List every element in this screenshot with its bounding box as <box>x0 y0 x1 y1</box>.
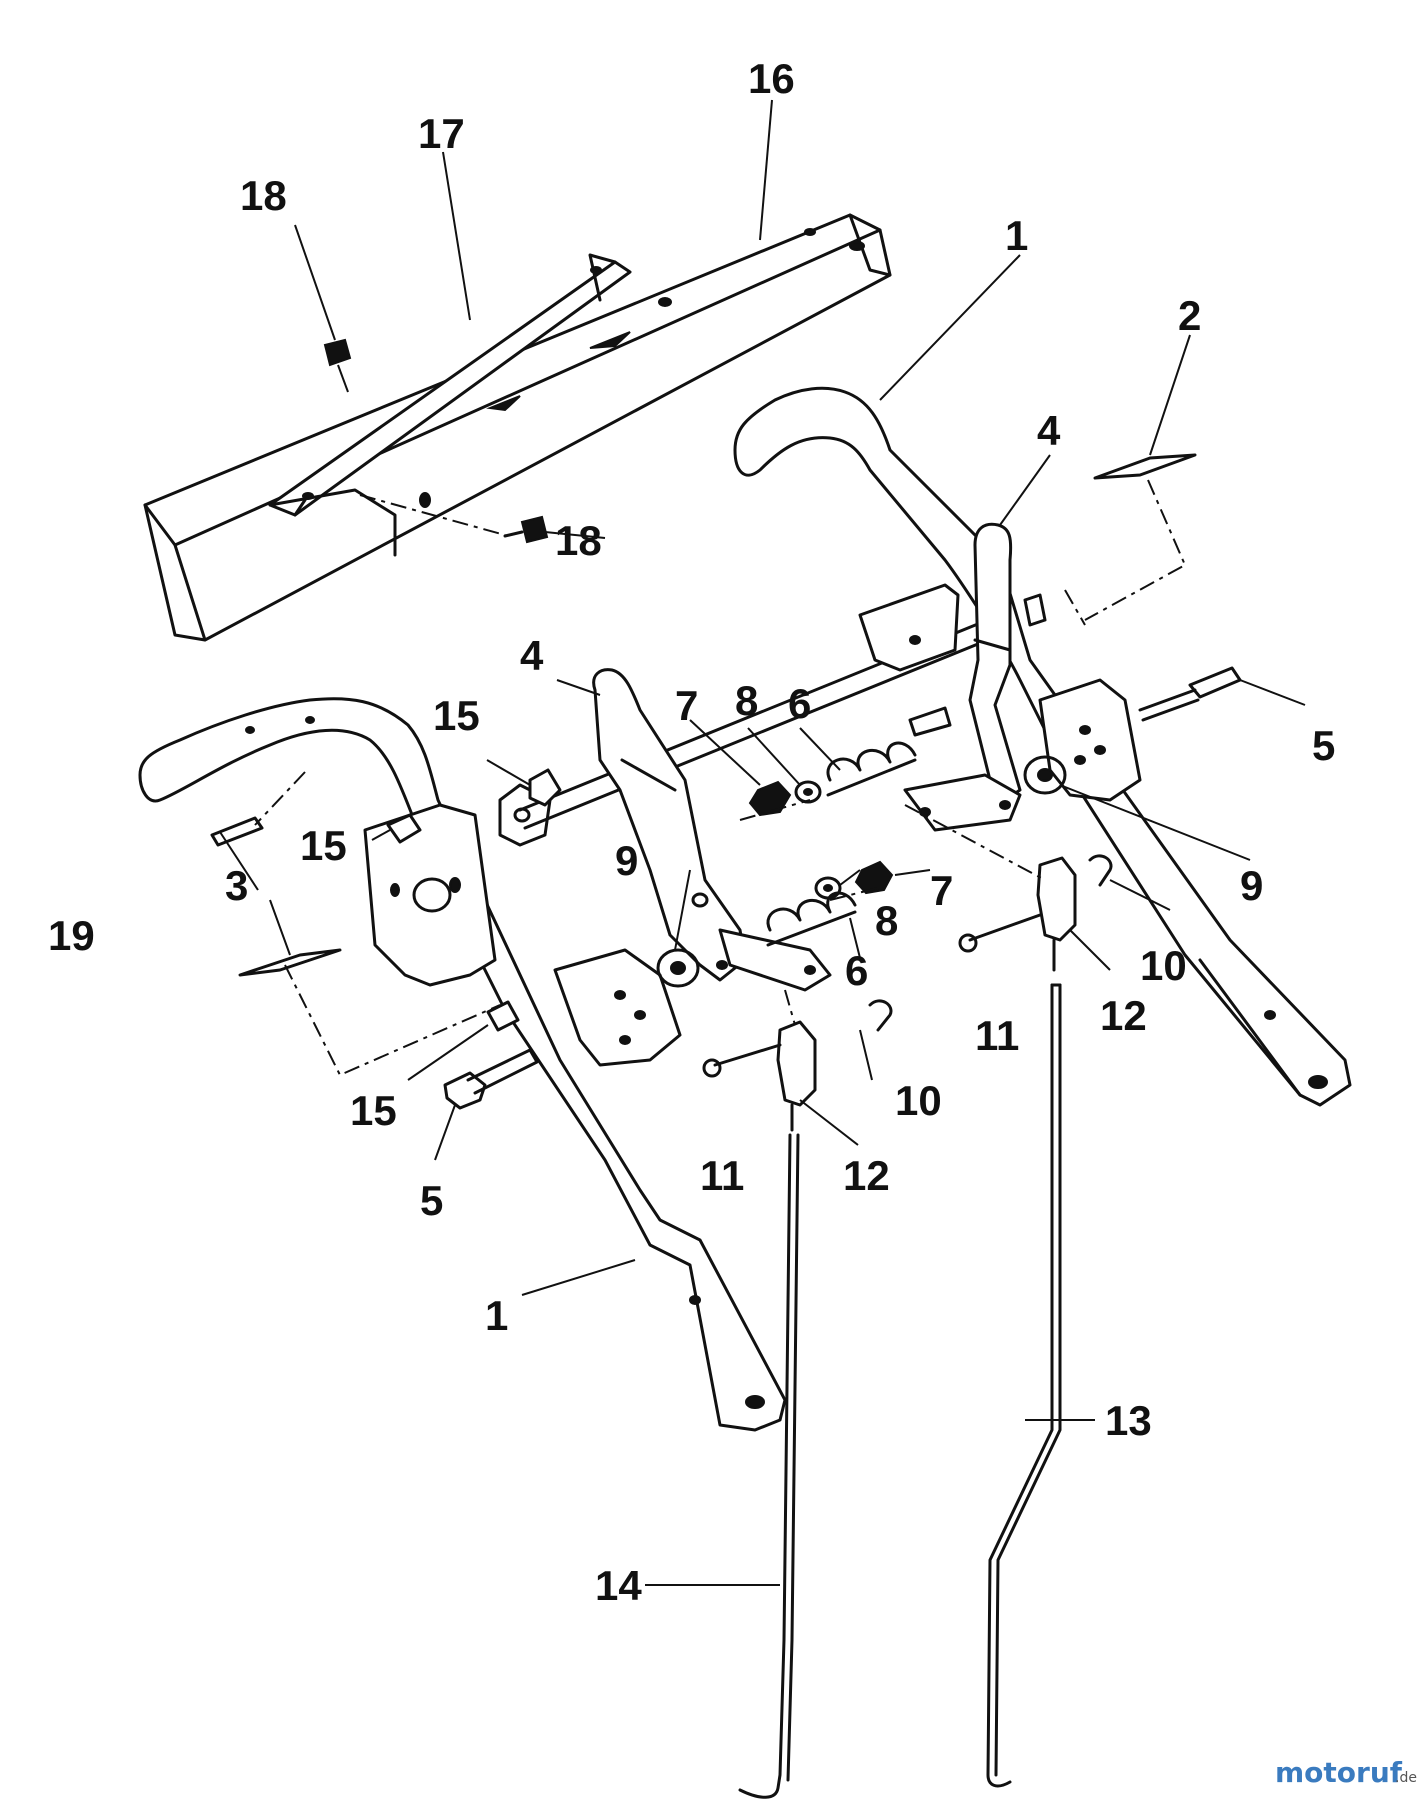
callout-11-right: 11 <box>975 1012 1019 1059</box>
callout-5-left: 5 <box>420 1177 443 1224</box>
callout-19: 19 <box>48 912 95 959</box>
decal-part-2 <box>1093 453 1197 480</box>
washer-part-8-lower <box>814 876 842 900</box>
callout-14: 14 <box>595 1562 642 1609</box>
inner-bracket-part-17 <box>268 253 632 557</box>
callout-10-left: 10 <box>895 1077 942 1124</box>
decal-part-3 <box>238 948 342 977</box>
callout-18-upper: 18 <box>240 172 287 219</box>
washer-part-9-left <box>656 948 700 988</box>
callout-1-right: 1 <box>1005 212 1028 259</box>
clevis-assembly-left <box>702 999 893 1132</box>
lever-part-4-right <box>903 522 1047 832</box>
bolt-part-5-right <box>1138 666 1242 722</box>
watermark-name: motoruf <box>1275 1756 1403 1789</box>
control-rod-part-14 <box>738 1133 800 1799</box>
washer-part-9-right <box>1023 755 1067 795</box>
callout-3: 3 <box>225 862 248 909</box>
callout-1-left: 1 <box>485 1292 508 1339</box>
nut-part-7-upper <box>748 780 792 817</box>
washer-part-8-upper <box>794 780 822 804</box>
callout-9-right: 9 <box>1240 862 1263 909</box>
mount-bracket-upper-right <box>858 583 960 737</box>
callout-6-lower: 6 <box>845 947 868 994</box>
clip-part-15-middle <box>386 813 422 844</box>
handle-channel-part-16 <box>143 213 892 642</box>
screw-part-18-upper <box>323 338 352 393</box>
pin-part-19 <box>210 816 264 847</box>
callout-12-left: 12 <box>843 1152 890 1199</box>
callout-4-right: 4 <box>1037 407 1061 454</box>
screw-part-18-lower <box>503 515 549 544</box>
callout-5-right: 5 <box>1312 722 1335 769</box>
clip-part-15-upper <box>528 768 562 807</box>
handlebar-part-1-left <box>138 697 787 1432</box>
callout-4-left: 4 <box>520 632 544 679</box>
callout-8-upper: 8 <box>735 677 758 724</box>
clevis-assembly-right <box>958 854 1113 972</box>
callout-17: 17 <box>418 110 465 157</box>
spring-part-6-upper <box>826 741 917 797</box>
control-rod-part-13 <box>986 983 1062 1788</box>
lever-part-4-left <box>592 668 832 992</box>
spring-part-6-lower <box>766 891 857 947</box>
callout-12-right: 12 <box>1100 992 1147 1039</box>
handlebar-part-1-right <box>733 386 1352 1107</box>
mount-bracket-left <box>553 948 682 1067</box>
callout-2: 2 <box>1178 292 1201 339</box>
mount-bracket-right <box>1038 678 1142 802</box>
callouts: 16 17 18 18 1 2 4 5 9 4 15 15 19 3 9 7 8… <box>48 55 1335 1609</box>
callout-15-lower: 15 <box>350 1087 397 1134</box>
construction-lines <box>254 479 1187 1077</box>
watermark-suffix: .de <box>1395 1770 1417 1786</box>
callout-13: 13 <box>1105 1397 1152 1444</box>
watermark: motoruf .de <box>1275 1756 1417 1789</box>
callout-15-upper: 15 <box>433 692 480 739</box>
callout-7-lower: 7 <box>930 867 953 914</box>
callout-15-middle: 15 <box>300 822 347 869</box>
callout-18-lower: 18 <box>555 517 602 564</box>
callout-9-left: 9 <box>615 837 638 884</box>
callout-11-left: 11 <box>700 1152 744 1199</box>
callout-10-right: 10 <box>1140 942 1187 989</box>
callout-8-lower: 8 <box>875 897 898 944</box>
callout-6-upper: 6 <box>788 680 811 727</box>
callout-7-upper: 7 <box>675 682 698 729</box>
bolt-part-5-left <box>443 1048 539 1110</box>
callout-16: 16 <box>748 55 795 102</box>
clip-part-15-lower <box>486 1000 520 1032</box>
leader-lines <box>219 99 1306 1586</box>
nut-part-7-lower <box>854 860 894 895</box>
plate-part-3 <box>363 783 552 987</box>
